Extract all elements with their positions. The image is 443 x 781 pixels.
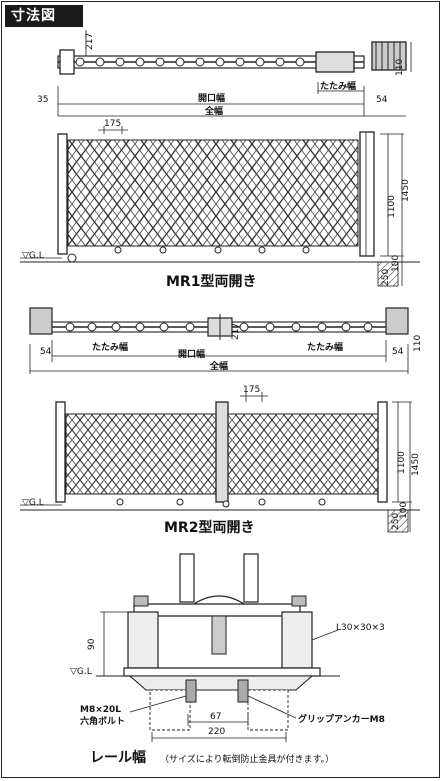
- section-anchor-label: グリップアンカーM8: [298, 713, 385, 725]
- section-width-220: 220: [208, 727, 225, 737]
- plan1-dim-54: 54: [376, 95, 388, 105]
- plan1-total-width: 全幅: [204, 105, 223, 117]
- plan1-opening-width: 開口幅: [198, 92, 225, 104]
- elev1-caption: MR1型両開き: [166, 273, 256, 290]
- plan1-dim-217: 217: [85, 33, 95, 50]
- section-caption-main: レール幅: [90, 749, 146, 766]
- plan2-folded-left: たたみ幅: [92, 341, 128, 353]
- plan2-dim-54-right: 54: [392, 347, 404, 357]
- elev1-pitch: 175: [104, 119, 121, 129]
- plan1-dim-35: 35: [37, 95, 48, 105]
- elevation-mr1: 175 ▽G.L 1100 1450 250 100 MR1型両開き: [20, 119, 420, 290]
- elev2-ground-label: ▽G.L: [22, 498, 44, 508]
- rail-section-detail: ▽G.L 90 L30×30×3 67 220 M8×20L 六角ボルト グリッ…: [70, 553, 385, 766]
- plan1-dim-110: 110: [395, 59, 405, 76]
- section-header: 寸法図: [5, 5, 83, 27]
- elev2-pitch: 175: [243, 385, 260, 395]
- section-height-90: 90: [87, 638, 97, 650]
- elev1-ground-label: ▽G.L: [22, 251, 44, 261]
- plan2-dim-110: 110: [413, 335, 423, 352]
- section-width-67: 67: [210, 712, 221, 722]
- elev2-dim-100: 100: [399, 502, 409, 519]
- section-angle-label: L30×30×3: [336, 623, 385, 633]
- elev1-height-1100: 1100: [387, 195, 397, 218]
- plan2-dim-54-left: 54: [40, 347, 52, 357]
- elev1-height-1450: 1450: [401, 179, 411, 202]
- plan2-total-width: 全幅: [209, 360, 228, 372]
- section-bolt-type: 六角ボルト: [80, 715, 125, 727]
- section-caption-note: （サイズにより転倒防止金具が付きます。）: [160, 753, 334, 765]
- plan2-dim-217: 217: [231, 323, 241, 340]
- section-bolt-size: M8×20L: [80, 705, 121, 715]
- elev1-dim-250: 250: [381, 269, 391, 286]
- elev2-dim-250: 250: [391, 513, 401, 530]
- elev1-dim-100: 100: [391, 255, 401, 272]
- plan2-opening-width: 開口幅: [178, 348, 205, 360]
- plan2-folded-right: たたみ幅: [307, 341, 343, 353]
- plan-view-mr2: 54 54 たたみ幅 たたみ幅 開口幅 217 110 全幅: [29, 307, 423, 374]
- section-ground-label: ▽G.L: [70, 667, 92, 677]
- plan1-folded-width: たたみ幅: [320, 80, 356, 92]
- elev2-height-1450: 1450: [411, 453, 421, 476]
- elevation-mr2: 175 ▽G.L 1100 1450 250 100 MR2型両開き: [20, 385, 421, 536]
- elev2-height-1100: 1100: [397, 451, 407, 474]
- elev2-caption: MR2型両開き: [164, 519, 254, 536]
- plan-view-mr1: 217 110 35 54 開口幅 たたみ幅 全幅: [37, 30, 412, 117]
